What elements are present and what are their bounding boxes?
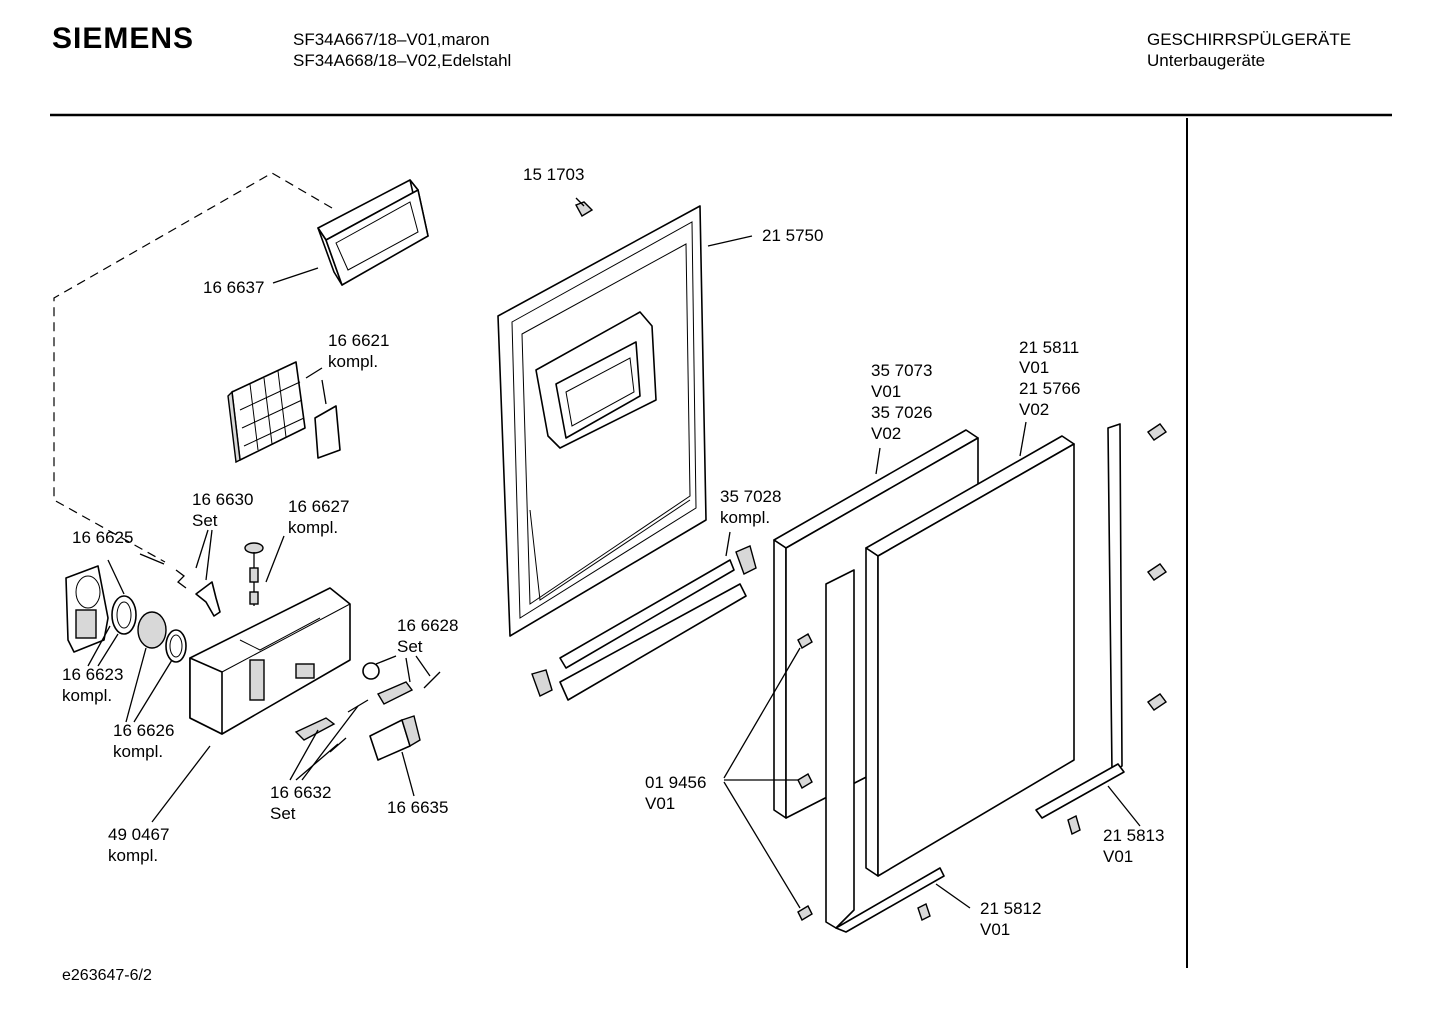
assembly-dashed-outline — [53, 172, 333, 563]
part-inner-panel — [865, 435, 1075, 877]
part-dispenser-housing — [189, 587, 351, 735]
brand-logo: SIEMENS — [52, 22, 195, 55]
label-151703: 15 1703 — [523, 165, 584, 184]
part-gasket-frame — [317, 179, 429, 286]
label-166623: 16 6623 kompl. — [62, 665, 128, 705]
label-019456: 01 9456 V01 — [645, 773, 711, 813]
part-side-frame-right — [1035, 423, 1125, 819]
label-357028: 35 7028 kompl. — [720, 487, 786, 527]
label-490467: 49 0467 kompl. — [108, 825, 174, 865]
document-reference: e263647-6/2 — [62, 967, 152, 984]
label-215812: 21 5812 V01 — [980, 899, 1046, 939]
part-switch — [369, 715, 421, 761]
part-inner-door — [497, 205, 707, 637]
label-166625: 16 6625 — [72, 528, 133, 547]
label-166630: 16 6630 Set — [192, 490, 258, 530]
part-valve-pin — [244, 542, 264, 606]
label-357073: 35 7073 V01 35 7026 V02 — [871, 361, 937, 443]
category-title: GESCHIRRSPÜLGERÄTE — [1147, 30, 1352, 49]
label-166626: 16 6626 kompl. — [113, 721, 179, 761]
part-lever-set — [175, 569, 221, 617]
screw-icons — [797, 423, 1168, 921]
model-line-1: SF34A667/18–V01,maron — [293, 30, 490, 49]
part-nozzle — [137, 611, 187, 663]
label-166628: 16 6628 Set — [397, 616, 463, 656]
part-filter-grille — [227, 361, 341, 464]
part-side-frame-left — [825, 569, 945, 933]
label-166627: 16 6627 kompl. — [288, 497, 354, 537]
part-handle-rail — [531, 545, 757, 701]
category-subtitle: Unterbaugeräte — [1147, 51, 1266, 70]
label-215750: 21 5750 — [762, 226, 823, 245]
part-screw-top — [574, 197, 594, 217]
label-215811: 21 5811 V01 21 5766 V02 — [1019, 338, 1085, 419]
part-spring-set-b — [294, 699, 369, 753]
model-line-2: SF34A668/18–V02,Edelstahl — [293, 51, 512, 70]
part-spring-set-a — [362, 662, 441, 705]
label-166635: 16 6635 — [387, 798, 448, 817]
part-front-cover — [65, 565, 109, 653]
label-215813: 21 5813 V01 — [1103, 826, 1169, 866]
part-seal-ring-1 — [111, 595, 137, 635]
label-166621: 16 6621 kompl. — [328, 331, 394, 371]
label-166637: 16 6637 — [203, 278, 264, 297]
label-166632: 16 6632 Set — [270, 783, 336, 823]
leader-lines — [87, 235, 1141, 909]
